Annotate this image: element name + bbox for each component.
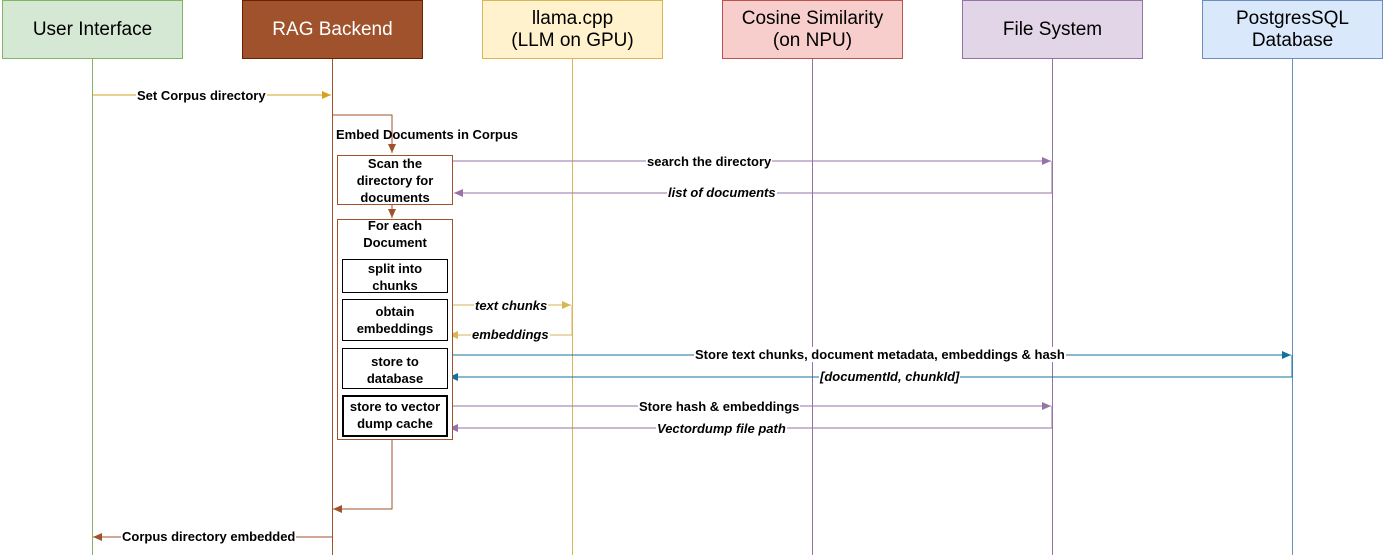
- participant-postgres-database: PostgresSQL Database: [1202, 0, 1383, 59]
- scan-directory-box: [337, 155, 453, 205]
- msg-embeddings: embeddings: [471, 327, 550, 342]
- msg-document-chunk-id: [documentId, chunkId]: [819, 369, 961, 384]
- lifeline-user-interface: [92, 59, 93, 555]
- lifeline-cosine-similarity: [812, 59, 813, 555]
- arrow-document-chunk-id: [449, 355, 1293, 381]
- msg-list-documents: list of documents: [667, 185, 777, 200]
- store-vector-cache-label: store to vector dump cache: [349, 399, 441, 431]
- msg-store-text-chunks: Store text chunks, document metadata, em…: [694, 347, 1066, 362]
- store-database-label: store to database: [366, 354, 424, 386]
- obtain-embeddings-label: obtain embeddings: [356, 304, 434, 336]
- obtain-embeddings-box: [342, 299, 448, 341]
- arrow-return-embedded: [333, 440, 393, 513]
- msg-search-directory: search the directory: [646, 154, 773, 169]
- arrow-list-documents: [454, 161, 1053, 197]
- msg-store-hash: Store hash & embeddings: [638, 399, 801, 414]
- split-chunks-box: [342, 259, 448, 293]
- msg-set-corpus: Set Corpus directory: [136, 88, 267, 103]
- msg-embed-documents: Embed Documents in Corpus: [336, 127, 519, 142]
- arrow-embed-documents: [333, 114, 396, 153]
- msg-vectordump-path: Vectordump file path: [656, 421, 787, 436]
- arrow-vectordump-path: [449, 406, 1053, 432]
- msg-corpus-embedded: Corpus directory embedded: [121, 529, 297, 544]
- participant-rag-backend: RAG Backend: [242, 0, 423, 59]
- scan-directory-label: Scan the directory for documents: [356, 156, 434, 205]
- store-vector-cache-box: [342, 395, 448, 437]
- participant-user-interface: User Interface: [2, 0, 183, 59]
- participant-file-system: File System: [962, 0, 1143, 59]
- lifeline-postgres-database: [1292, 59, 1293, 555]
- participant-cosine-similarity: Cosine Similarity (on NPU): [722, 0, 903, 59]
- lifeline-rag-backend: [332, 59, 333, 555]
- msg-text-chunks: text chunks: [474, 298, 549, 313]
- store-database-box: [342, 348, 448, 389]
- split-chunks-label: split into chunks: [367, 261, 423, 293]
- participant-llama-cpp: llama.cpp (LLM on GPU): [482, 0, 663, 59]
- lifeline-file-system: [1052, 59, 1053, 555]
- for-each-document-label: For each Document: [363, 218, 427, 250]
